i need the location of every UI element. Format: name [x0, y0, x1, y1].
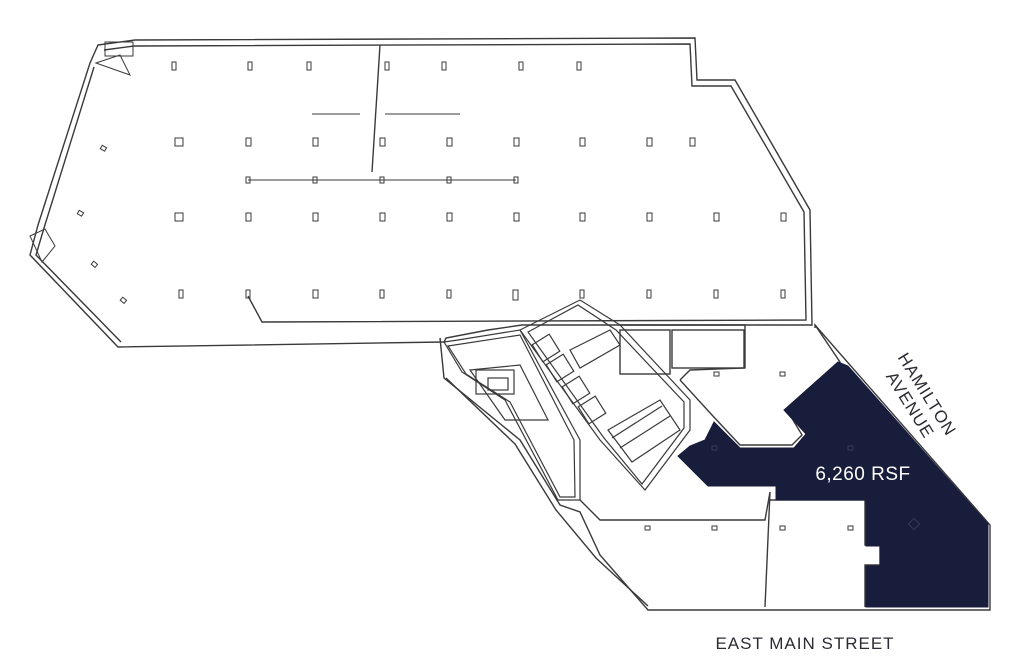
central-core	[443, 299, 691, 501]
street-label: EAST MAIN STREET	[715, 634, 895, 653]
stair-core-nw	[29, 41, 134, 263]
columns	[76, 61, 787, 305]
suite-area-label: 6,260 RSF	[815, 464, 911, 485]
south-columns	[644, 371, 854, 531]
beam-lines	[245, 113, 519, 184]
north-wing	[29, 37, 813, 348]
suite-highlight	[677, 361, 989, 608]
suite-columns	[711, 445, 921, 531]
